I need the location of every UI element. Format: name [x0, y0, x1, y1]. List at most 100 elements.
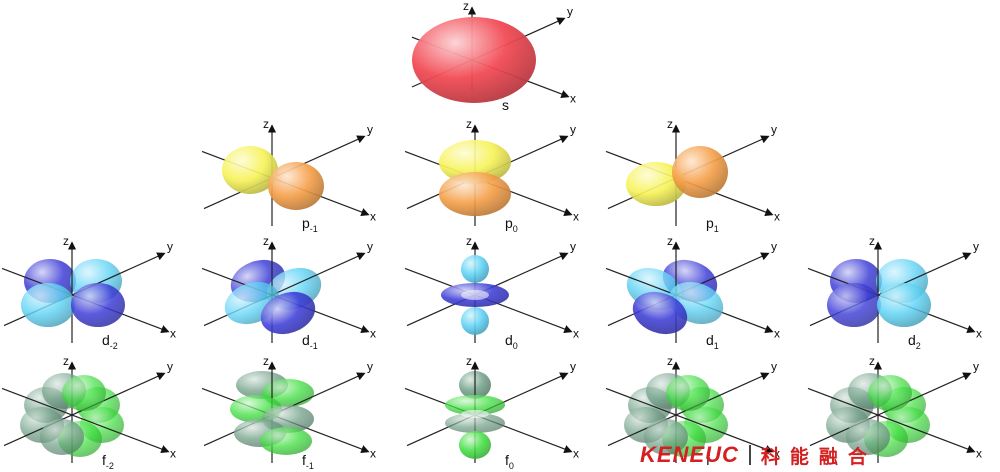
orbital-f1: z y x f — [605, 354, 780, 468]
x-axis-label: x — [573, 326, 579, 340]
orbital-subscript: -1 — [306, 461, 314, 471]
orbital-label: p1 — [706, 215, 719, 234]
orbital-label: p-1 — [302, 215, 318, 234]
x-axis-label: x — [573, 446, 579, 460]
f-lobe-green — [459, 431, 491, 459]
watermark-chinese: 科能融合 — [760, 445, 877, 468]
orbital-d-2: z y x d-2 — [1, 234, 176, 351]
orbital-label: f — [706, 452, 710, 468]
f-lobe-green — [868, 375, 912, 411]
z-axis-label: z — [869, 354, 875, 368]
f-lobe-green — [260, 427, 312, 455]
y-axis-label: y — [167, 360, 173, 374]
z-axis-label: z — [263, 354, 269, 368]
x-axis-label: x — [170, 326, 176, 340]
orbital-subscript: -1 — [310, 224, 318, 234]
f-lobe-green — [666, 375, 710, 411]
d-torus-hole — [461, 290, 489, 300]
orbital-subscript: 0 — [509, 461, 514, 471]
y-axis-label: y — [570, 123, 576, 137]
orbital-label: d1 — [706, 332, 719, 351]
p-lobe-orange — [672, 146, 728, 198]
f-torus-gray — [445, 413, 505, 433]
orbital-subscript: -1 — [310, 341, 318, 351]
orbital-f2: z y x — [807, 354, 982, 463]
d-lobe-cyan — [461, 255, 489, 283]
z-axis-label: z — [466, 354, 472, 368]
z-axis-label: z — [263, 117, 269, 131]
d-lobe-blue — [71, 283, 125, 327]
x-axis — [807, 387, 976, 454]
orbital-subscript: -2 — [110, 341, 118, 351]
f-lobe-gray — [846, 419, 890, 455]
x-axis-label: x — [570, 91, 576, 105]
orbital-subscript: 2 — [916, 341, 921, 351]
f-lobe-gray — [40, 419, 84, 455]
orbital-label: d2 — [908, 332, 921, 351]
y-axis-label: y — [973, 240, 979, 254]
watermark-brand: KENEUC — [640, 442, 739, 467]
x-axis-label: x — [170, 446, 176, 460]
orbital-s: z y x s — [411, 0, 576, 113]
f-torus-green — [445, 395, 505, 415]
s-sphere — [412, 17, 536, 103]
z-axis-label: z — [63, 234, 69, 248]
y-axis-label: y — [973, 360, 979, 374]
y-axis-label: y — [570, 240, 576, 254]
f-lobe-gray — [644, 419, 688, 455]
d-lobe-blue — [877, 283, 931, 327]
orbital-subscript: 1 — [714, 224, 719, 234]
orbital-label: f-1 — [302, 452, 314, 471]
x-axis-label: x — [774, 446, 780, 460]
orbital-subscript: -2 — [106, 461, 114, 471]
orbital-subscript: 0 — [513, 224, 518, 234]
p-lobe-yellow — [439, 140, 511, 184]
orbital-label: d-1 — [302, 332, 318, 351]
x-axis-label: x — [573, 209, 579, 223]
z-axis-label: z — [466, 117, 472, 131]
y-axis-label: y — [367, 123, 373, 137]
d-lobe-blue — [260, 291, 316, 335]
d-lobe-cyan — [827, 283, 881, 327]
orbital-label: d0 — [505, 332, 518, 351]
p-lobe-orange — [268, 162, 324, 210]
x-axis — [1, 387, 170, 454]
x-axis-label: x — [370, 326, 376, 340]
z-axis-label: z — [667, 117, 673, 131]
x-axis-label: x — [976, 446, 982, 460]
y-axis-label: y — [567, 5, 573, 19]
z-axis-label: z — [63, 354, 69, 368]
y-axis-label: y — [771, 360, 777, 374]
f-lobe-green — [62, 375, 106, 411]
x-axis-label: x — [774, 209, 780, 223]
watermark-separator — [748, 445, 751, 465]
orbital-d0: z y x d0 — [404, 234, 579, 351]
x-axis — [605, 387, 774, 454]
z-axis-label: z — [466, 234, 472, 248]
orbital-label: d-2 — [102, 332, 118, 351]
z-axis-label: z — [463, 0, 469, 13]
y-axis-label: y — [167, 240, 173, 254]
d-lobe-cyan — [21, 283, 75, 327]
orbital-label: s — [502, 97, 509, 113]
p-lobe-yellow — [626, 162, 686, 206]
f-torus-hole — [461, 410, 489, 418]
z-axis-label: z — [667, 234, 673, 248]
orbital-label: f0 — [505, 452, 514, 471]
watermark: KENEUC 科能融合 — [640, 440, 996, 470]
x-axis-label: x — [976, 326, 982, 340]
d-lobe-blue — [632, 291, 688, 335]
y-axis-label: y — [771, 240, 777, 254]
y-axis-label: y — [570, 360, 576, 374]
z-axis-label: z — [667, 354, 673, 368]
p-lobe-yellow — [222, 146, 278, 194]
orbital-subscript: 0 — [513, 341, 518, 351]
